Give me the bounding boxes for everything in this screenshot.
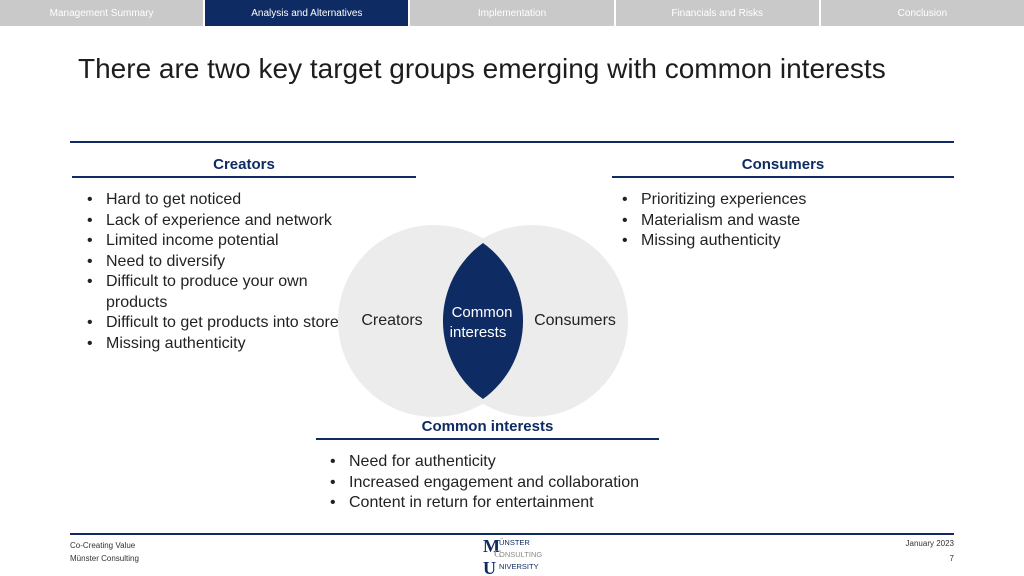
common-interests-heading: Common interests [421,418,554,435]
list-item: Difficult to produce your own products [80,272,370,313]
consumers-heading: Consumers [741,156,825,173]
svg-text:ONSULTING: ONSULTING [499,550,542,559]
list-item: Materialism and waste [615,211,935,232]
list-item: Missing authenticity [80,334,370,355]
list-item: Hard to get noticed [80,190,370,211]
university-logo: M U ÜNSTER ONSULTING NIVERSITY C [483,536,542,575]
list-item: Need to diversify [80,252,370,273]
creators-underline [72,176,416,178]
svg-text:C: C [494,548,501,560]
list-item: Content in return for entertainment [323,493,723,514]
venn-diagram: Creators Consumers Common interests [338,225,628,417]
creators-list: Hard to get noticed Lack of experience a… [80,190,370,354]
list-item: Increased engagement and collaboration [323,473,723,494]
svg-text:ÜNSTER: ÜNSTER [499,538,530,547]
venn-label-common-line2: interests [450,324,507,341]
list-item: Need for authenticity [323,452,723,473]
list-item: Limited income potential [80,231,370,252]
svg-text:U: U [483,558,496,575]
list-item: Difficult to get products into stores [80,313,370,334]
list-item: Missing authenticity [615,231,935,252]
section-nav: Management Summary Analysis and Alternat… [0,0,1024,26]
venn-intersection [442,243,524,399]
venn-label-common-line1: Common [452,304,513,321]
footer-date: January 2023 [905,539,954,548]
list-item: Prioritizing experiences [615,190,935,211]
consumers-underline [612,176,954,178]
page-number: 7 [949,554,954,563]
creators-heading: Creators [213,156,275,173]
svg-text:NIVERSITY: NIVERSITY [499,562,539,571]
tab-conclusion[interactable]: Conclusion [820,0,1024,26]
title-divider [70,141,954,143]
footer-divider [70,533,954,535]
footer-company: Münster Consulting [70,554,139,563]
slide-title: There are two key target groups emerging… [78,53,886,84]
tab-analysis-and-alternatives[interactable]: Analysis and Alternatives [205,0,411,26]
tab-financials-and-risks[interactable]: Financials and Risks [615,0,821,26]
svg-text:M: M [483,536,500,556]
tab-management-summary[interactable]: Management Summary [0,0,206,26]
venn-label-creators: Creators [361,312,422,329]
tab-implementation[interactable]: Implementation [410,0,616,26]
list-item: Lack of experience and network [80,211,370,232]
common-interests-underline [316,438,659,440]
footer-project: Co-Creating Value [70,541,136,550]
venn-label-consumers: Consumers [534,312,616,329]
common-interests-list: Need for authenticity Increased engageme… [323,452,723,514]
consumers-list: Prioritizing experiences Materialism and… [615,190,935,252]
